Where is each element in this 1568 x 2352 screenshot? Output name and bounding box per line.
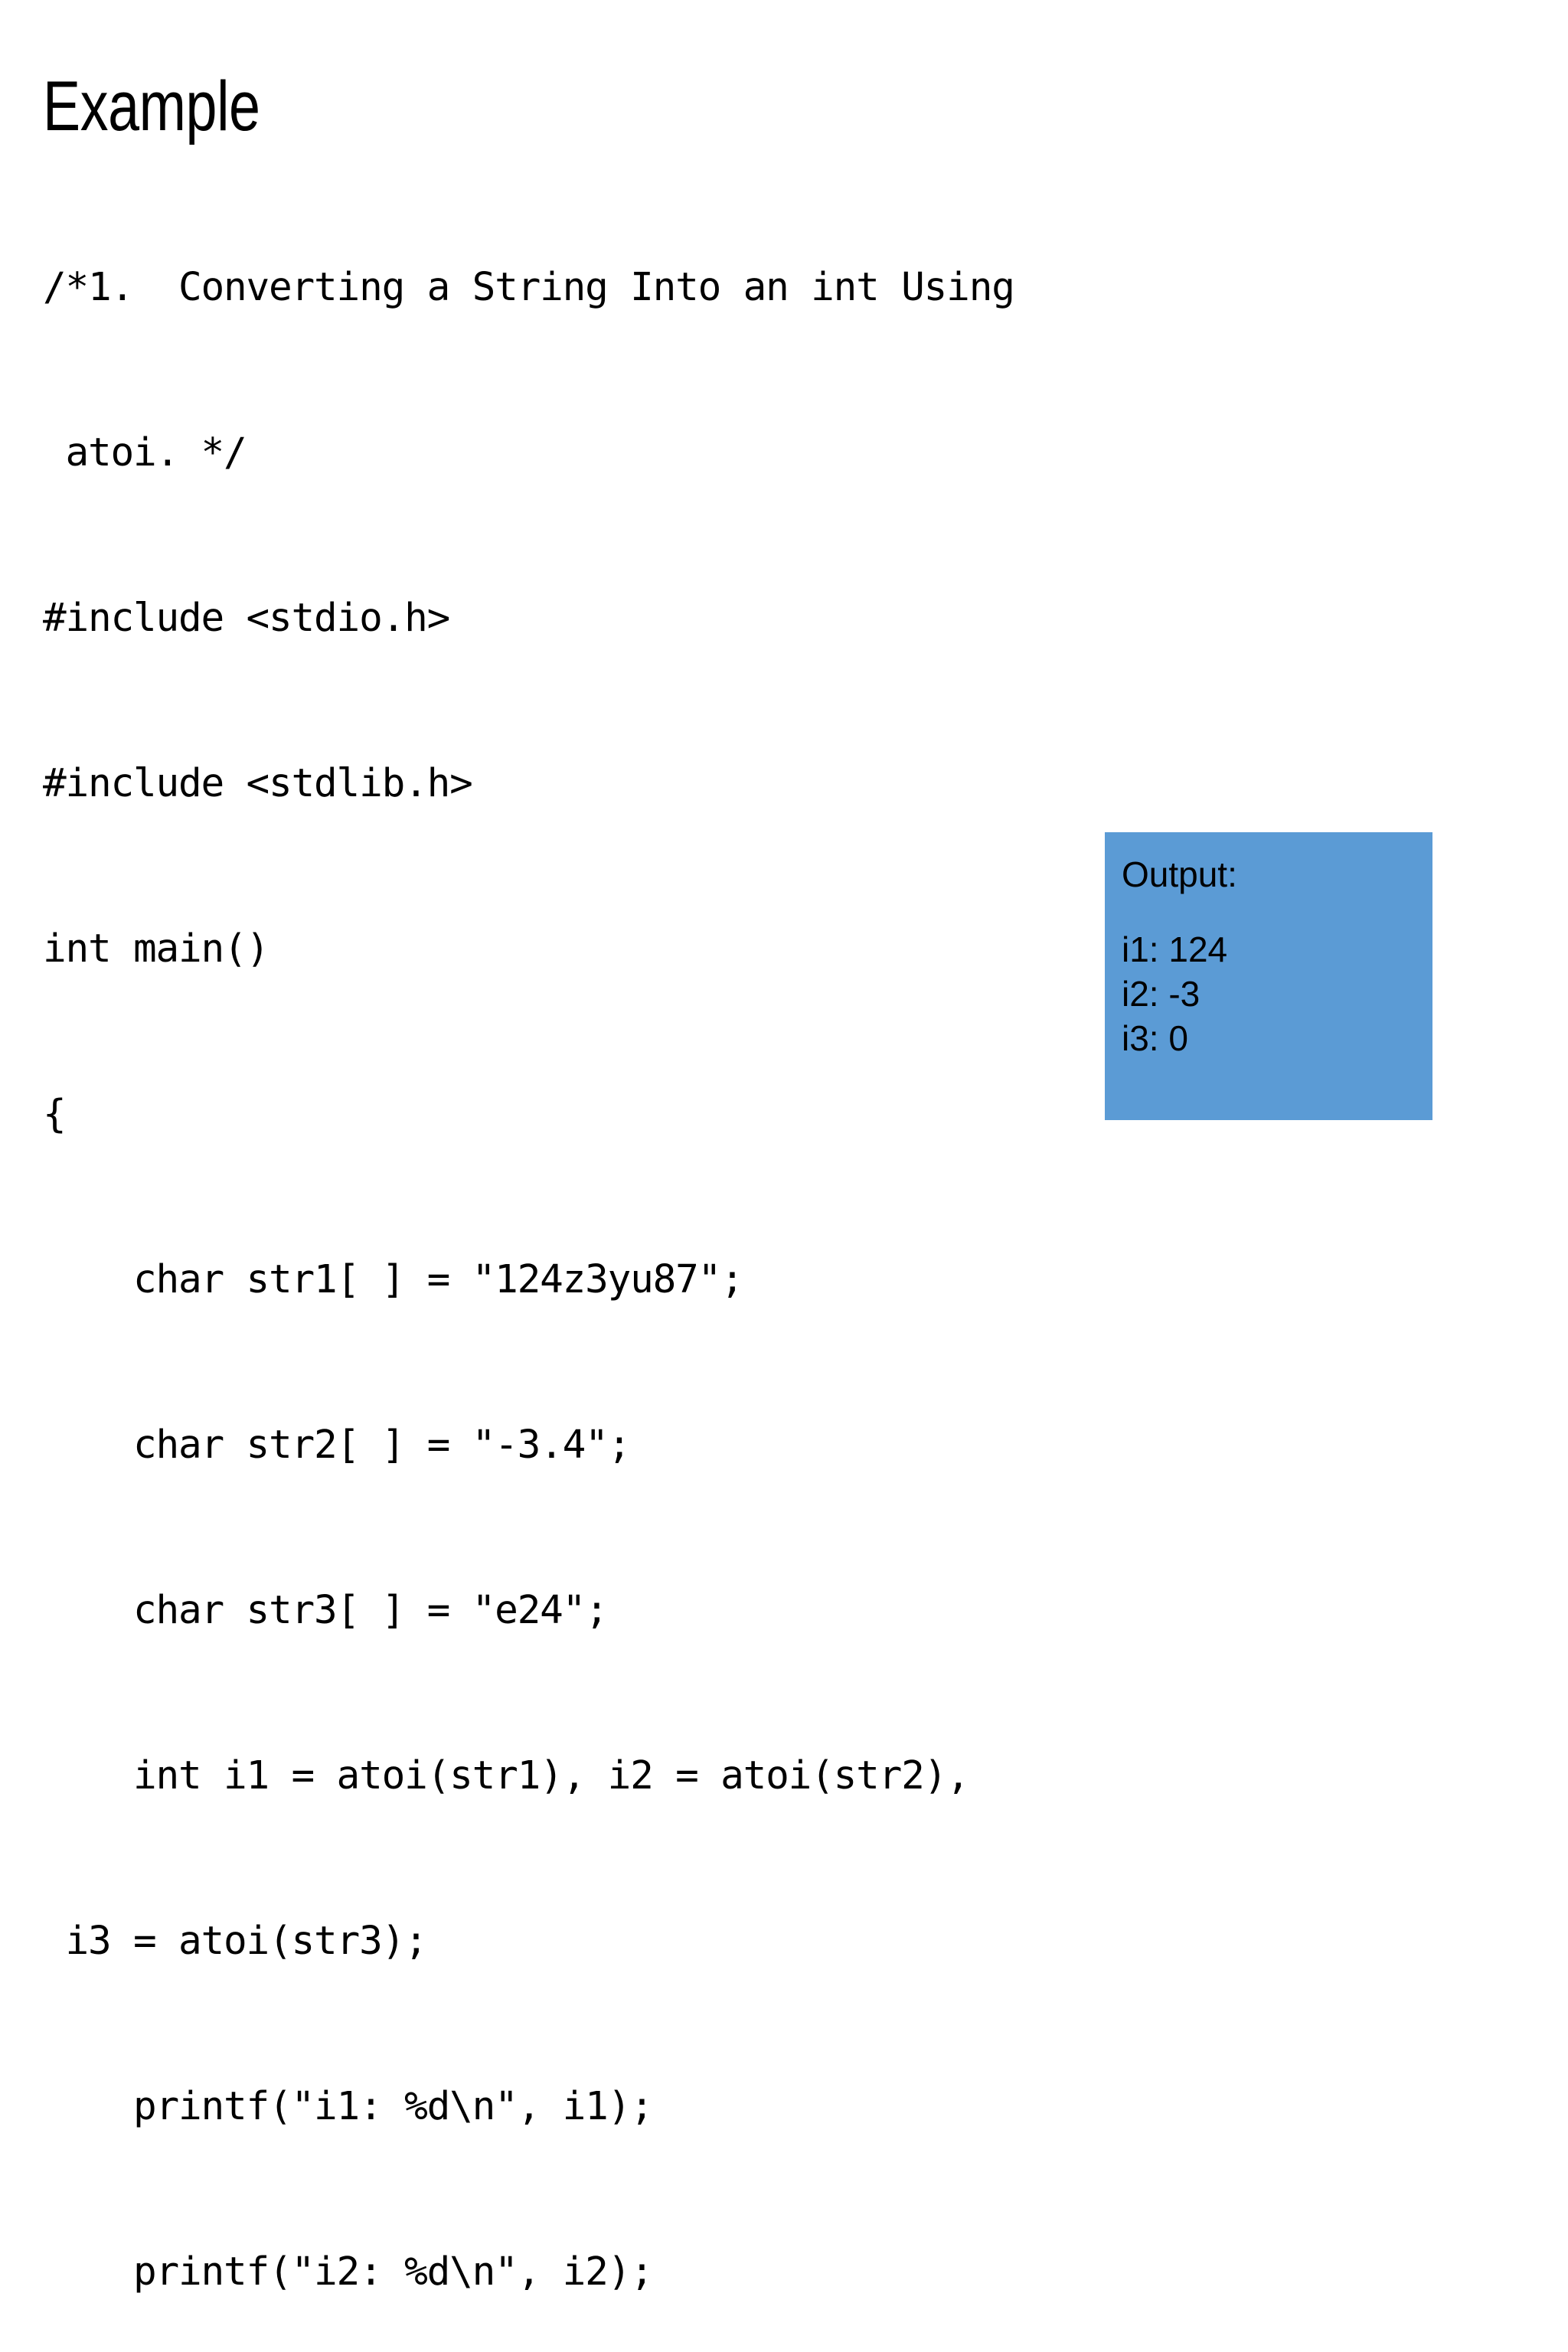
code-line: /*1. Converting a String Into an int Usi… bbox=[43, 265, 1015, 310]
code-listing: /*1. Converting a String Into an int Usi… bbox=[43, 150, 1544, 2352]
code-line: char str2[ ] = "-3.4"; bbox=[43, 1423, 631, 1468]
code-line: int main() bbox=[43, 926, 270, 972]
output-line: i1: 124 bbox=[1122, 929, 1228, 969]
output-callout-box: Output: i1: 124 i2: -3 i3: 0 bbox=[1105, 832, 1432, 1120]
output-label: Output: bbox=[1122, 854, 1237, 894]
code-line: i3 = atoi(str3); bbox=[43, 1919, 428, 1964]
code-line: int i1 = atoi(str1), i2 = atoi(str2), bbox=[43, 1753, 970, 1798]
code-line: printf("i2: %d\n", i2); bbox=[43, 2249, 654, 2295]
output-line: i3: 0 bbox=[1122, 1018, 1188, 1058]
page-title: Example bbox=[43, 67, 260, 145]
code-line: printf("i1: %d\n", i1); bbox=[43, 2084, 654, 2129]
code-line: char str3[ ] = "e24"; bbox=[43, 1588, 609, 1633]
slide-canvas: Example /*1. Converting a String Into an… bbox=[43, 67, 1432, 2295]
code-line: atoi. */ bbox=[43, 430, 247, 475]
code-line: #include <stdio.h> bbox=[43, 596, 450, 641]
output-line: i2: -3 bbox=[1122, 974, 1200, 1014]
code-line: #include <stdlib.h> bbox=[43, 761, 473, 806]
code-line: char str1[ ] = "124z3yu87"; bbox=[43, 1257, 744, 1302]
code-line: { bbox=[43, 1092, 67, 1137]
